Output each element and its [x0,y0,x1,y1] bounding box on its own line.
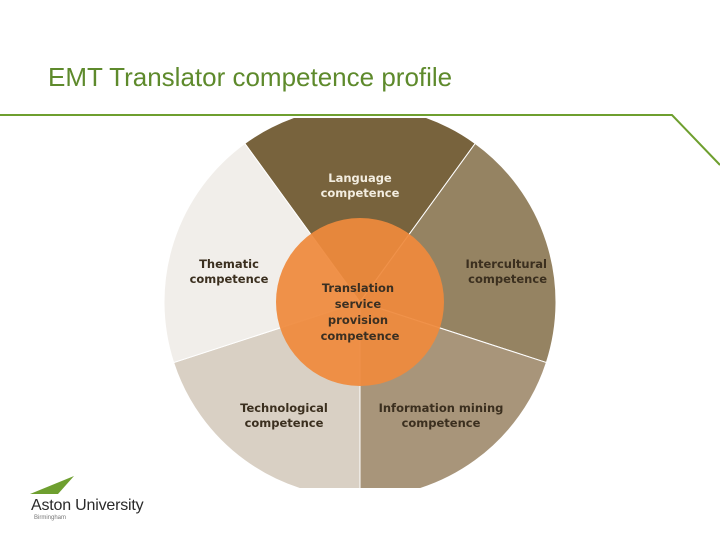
center-label-line-1: Translation [322,281,394,295]
center-label-line-3: provision [328,313,388,327]
segment-label-line: Information mining [379,401,504,415]
segment-label-line: competence [468,272,547,286]
slide-title: EMT Translator competence profile [48,62,453,92]
logo-mark-icon [30,476,74,494]
title-underline [0,114,720,166]
center-label-line-4: competence [321,329,400,343]
segment-label-line: competence [245,416,324,430]
aston-university-logo: Aston University Birmingham [28,472,158,532]
segment-label-line: Language [328,171,392,185]
segment-label-line: competence [190,272,269,286]
segment-label-line: Technological [240,401,328,415]
center-label: Translation service provision competence [321,281,400,343]
segment-label-line: Thematic [199,257,259,271]
center-circle [276,218,444,386]
segment-label-line: Intercultural [466,257,547,271]
segment-language [244,118,476,303]
center-label-line-2: service [335,297,382,311]
logo-sub: Birmingham [34,515,67,521]
segment-label-line: competence [402,416,481,430]
logo-name: Aston University [31,497,144,514]
segment-label-line: competence [321,186,400,200]
